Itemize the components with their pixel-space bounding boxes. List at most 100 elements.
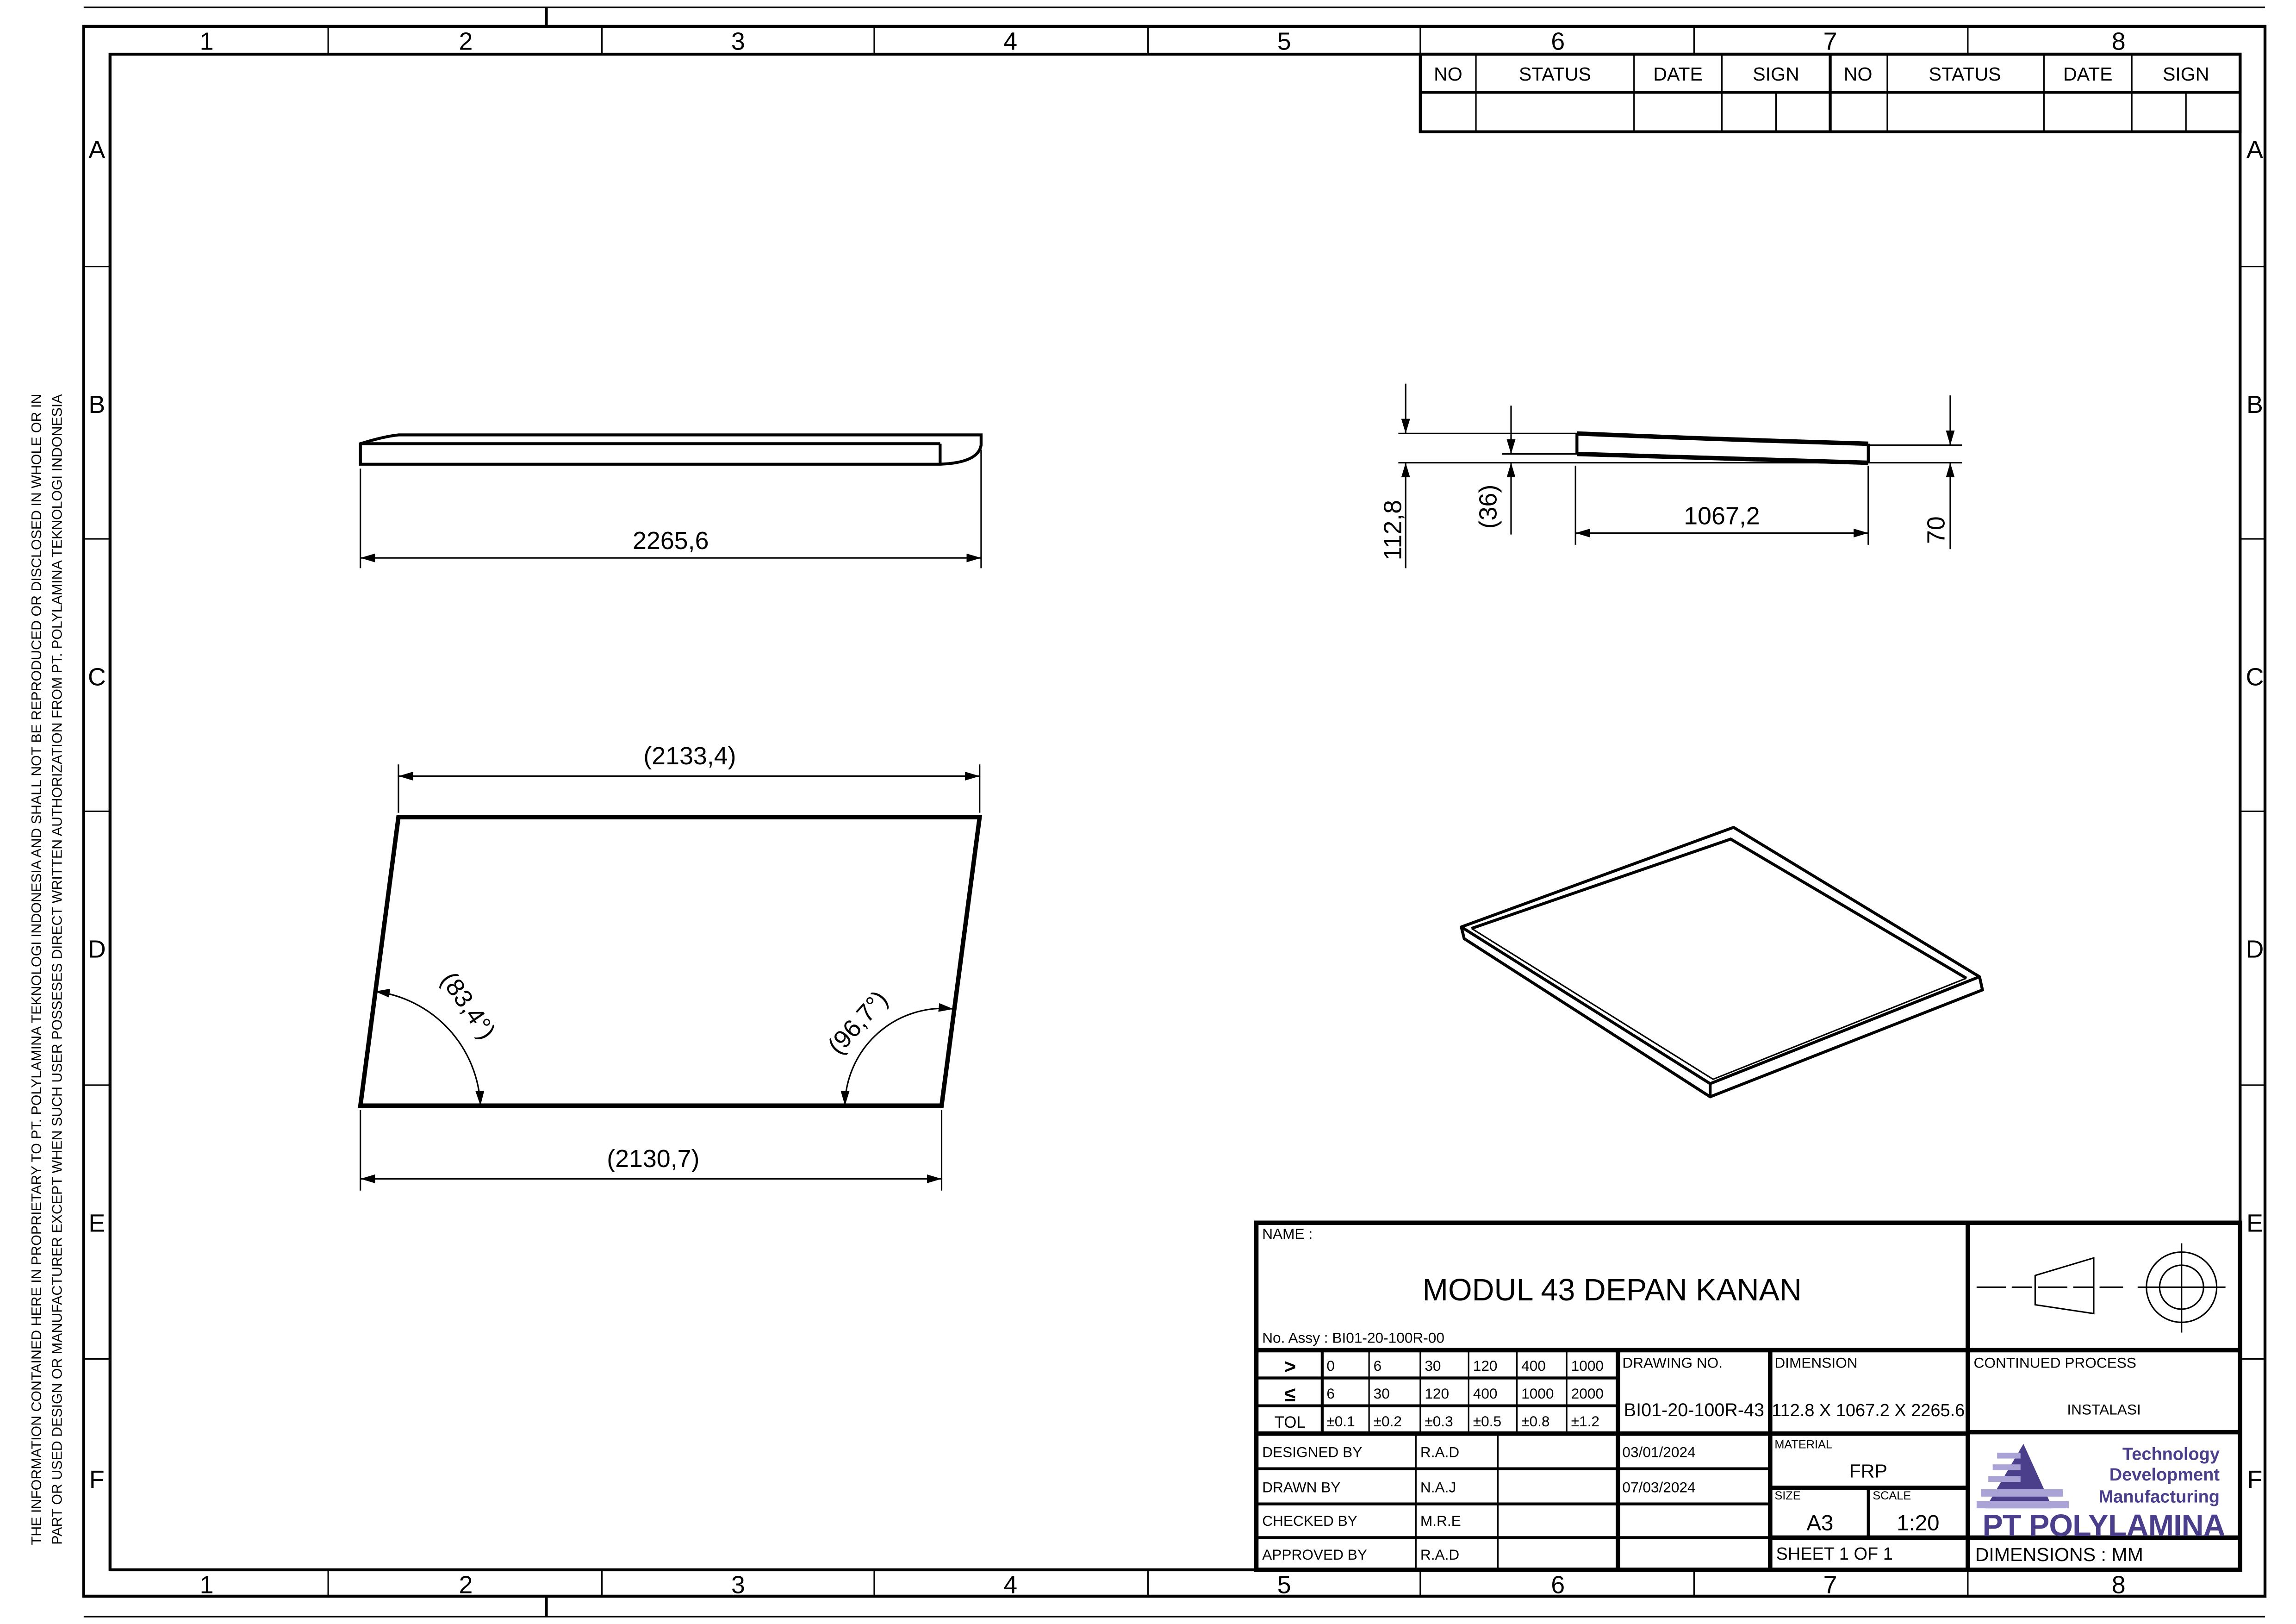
scale-label: SCALE — [1873, 1489, 1911, 1502]
size-label: SIZE — [1774, 1489, 1800, 1502]
svg-text:03/01/2024: 03/01/2024 — [1622, 1443, 1695, 1460]
svg-text:±0.8: ±0.8 — [1521, 1413, 1549, 1430]
drawing-title: MODUL 43 DEPAN KANAN — [1423, 1273, 1802, 1307]
end-view: 112,8 (36) 1067,2 70 — [1379, 383, 1962, 568]
svg-text:8: 8 — [2112, 1571, 2126, 1599]
svg-text:120: 120 — [1473, 1357, 1498, 1374]
scale: 1:20 — [1897, 1511, 1939, 1536]
rev-header-status: STATUS — [1929, 63, 2001, 85]
svg-text:F: F — [89, 1466, 105, 1493]
svg-text:0: 0 — [1326, 1357, 1335, 1374]
svg-text:>: > — [1284, 1355, 1296, 1378]
svg-text:DRAWN BY: DRAWN BY — [1262, 1479, 1340, 1495]
svg-text:A: A — [88, 136, 105, 164]
svg-text:8: 8 — [2112, 28, 2126, 56]
dim-bottom-width: (2130,7) — [607, 1145, 699, 1173]
svg-text:1: 1 — [200, 28, 214, 56]
svg-text:2: 2 — [459, 28, 473, 56]
svg-text:30: 30 — [1425, 1357, 1441, 1374]
title-block: NAME : MODUL 43 DEPAN KANAN No. Assy : B… — [1254, 1220, 2242, 1572]
zone-column-labels-bottom: 1 2 3 4 5 6 7 8 — [200, 1571, 2126, 1599]
svg-text:4: 4 — [1003, 1571, 1017, 1599]
material: FRP — [1849, 1461, 1887, 1482]
svg-text:B: B — [88, 391, 105, 418]
dim-angle-left: (83,4°) — [436, 967, 501, 1044]
svg-text:APPROVED BY: APPROVED BY — [1262, 1546, 1367, 1563]
svg-text:7: 7 — [1823, 28, 1837, 56]
svg-text:E: E — [2246, 1209, 2263, 1237]
svg-text:Technology: Technology — [2122, 1445, 2220, 1464]
svg-text:≤: ≤ — [1284, 1383, 1295, 1406]
svg-text:THE INFORMATION CONTAINED HERE: THE INFORMATION CONTAINED HERE IN PROPRI… — [29, 394, 44, 1545]
svg-text:6: 6 — [1374, 1357, 1382, 1374]
dim-length: 2265,6 — [633, 527, 709, 555]
svg-text:C: C — [88, 663, 106, 691]
overall-dimension: 112.8 X 1067.2 X 2265.6 — [1772, 1401, 1965, 1420]
svg-text:CHECKED BY: CHECKED BY — [1262, 1512, 1357, 1529]
svg-text:2: 2 — [459, 1571, 473, 1599]
continued-process-label: CONTINUED PROCESS — [1974, 1354, 2136, 1371]
zone-column-labels-top: 1 2 3 4 5 6 7 8 — [200, 28, 2126, 56]
dim-height-total: 112,8 — [1379, 500, 1407, 561]
svg-text:M.R.E: M.R.E — [1420, 1512, 1461, 1529]
svg-text:1000: 1000 — [1571, 1357, 1604, 1374]
svg-text:±0.1: ±0.1 — [1326, 1413, 1355, 1430]
name-label: NAME : — [1262, 1225, 1313, 1242]
svg-text:A: A — [2246, 136, 2263, 164]
drawing-no-label: DRAWING NO. — [1622, 1354, 1723, 1371]
svg-text:B: B — [2246, 391, 2263, 418]
side-view: 2265,6 — [359, 433, 983, 568]
zone-grid — [83, 26, 2265, 1596]
svg-text:120: 120 — [1425, 1385, 1449, 1402]
svg-text:6: 6 — [1326, 1385, 1335, 1402]
svg-text:5: 5 — [1277, 28, 1291, 56]
svg-text:5: 5 — [1277, 1571, 1291, 1599]
svg-text:400: 400 — [1473, 1385, 1498, 1402]
assy-number: No. Assy : BI01-20-100R-00 — [1262, 1330, 1444, 1346]
rev-header-sign: SIGN — [2163, 63, 2209, 85]
svg-text:±0.3: ±0.3 — [1425, 1413, 1453, 1430]
svg-text:400: 400 — [1521, 1357, 1546, 1374]
svg-text:N.A.J: N.A.J — [1420, 1479, 1456, 1495]
svg-text:3: 3 — [731, 28, 745, 56]
dim-depth: 1067,2 — [1684, 502, 1760, 530]
sheet-number: SHEET 1 OF 1 — [1776, 1544, 1893, 1564]
dim-height-end: 70 — [1922, 516, 1950, 544]
company-logo: Technology Development Manufacturing PT … — [1976, 1443, 2226, 1543]
revision-table: NO STATUS DATE SIGN NO STATUS DATE SIGN — [1419, 52, 2242, 133]
svg-text:6: 6 — [1551, 1571, 1565, 1599]
svg-text:Development: Development — [2109, 1465, 2220, 1485]
svg-text:7: 7 — [1823, 1571, 1837, 1599]
drawing-number: BI01-20-100R-43 — [1624, 1400, 1764, 1420]
svg-text:D: D — [88, 936, 106, 963]
svg-text:TOL: TOL — [1275, 1414, 1306, 1431]
svg-text:±1.2: ±1.2 — [1571, 1413, 1599, 1430]
isometric-view — [1460, 826, 1985, 1099]
svg-text:±0.2: ±0.2 — [1374, 1413, 1402, 1430]
svg-text:30: 30 — [1374, 1385, 1390, 1402]
rev-header-no: NO — [1434, 63, 1462, 85]
svg-text:3: 3 — [731, 1571, 745, 1599]
svg-text:2000: 2000 — [1571, 1385, 1604, 1402]
svg-text:1: 1 — [200, 1571, 214, 1599]
dim-top-width: (2133,4) — [643, 742, 736, 770]
tolerance-table: > ≤ TOL 0 6 30 120 400 1000 6 30 120 400… — [1256, 1350, 1968, 1570]
rev-header-no: NO — [1844, 63, 1873, 85]
dim-angle-right: (96,7°) — [822, 985, 893, 1060]
first-angle-projection-symbol — [1976, 1243, 2226, 1333]
svg-text:DESIGNED BY: DESIGNED BY — [1262, 1443, 1362, 1460]
rev-header-date: DATE — [2063, 63, 2113, 85]
approval-table: DESIGNED BY R.A.D 03/01/2024 DRAWN BY N.… — [1256, 1433, 1770, 1570]
svg-text:1000: 1000 — [1521, 1385, 1554, 1402]
outer-border — [82, 25, 2267, 1598]
top-view: (2133,4) (2130,7) (83,4°) (96,7°) — [358, 742, 983, 1191]
svg-text:C: C — [2246, 663, 2264, 691]
proprietary-disclaimer: THE INFORMATION CONTAINED HERE IN PROPRI… — [29, 394, 65, 1545]
svg-text:F: F — [2247, 1466, 2262, 1493]
size: A3 — [1806, 1511, 1833, 1536]
dim-height-step: (36) — [1474, 485, 1502, 529]
rev-header-status: STATUS — [1519, 63, 1591, 85]
svg-text:±0.5: ±0.5 — [1473, 1413, 1501, 1430]
dimension-label: DIMENSION — [1774, 1354, 1857, 1371]
